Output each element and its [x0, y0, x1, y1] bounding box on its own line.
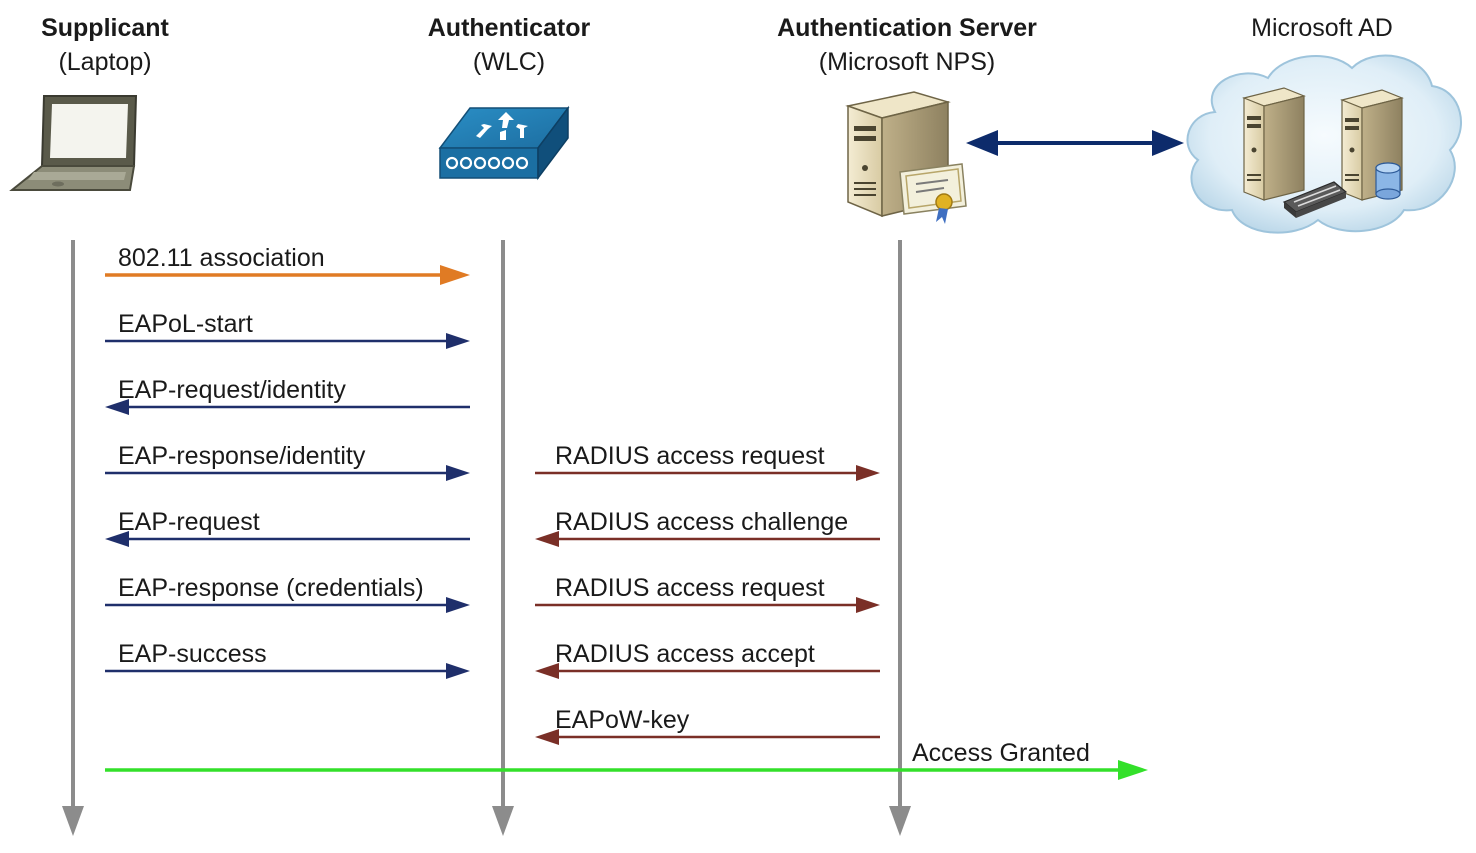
message-label: EAP-request	[118, 508, 260, 536]
message-label: EAPoW-key	[555, 706, 690, 734]
message-label: RADIUS access accept	[555, 640, 815, 668]
actor-title: Microsoft AD	[1251, 14, 1393, 42]
message-1: 802.11 association	[105, 244, 470, 285]
message-arrowhead	[105, 531, 129, 547]
message-arrowhead	[535, 729, 559, 745]
lifelines	[62, 240, 911, 836]
message-label: EAP-success	[118, 640, 267, 668]
actor-subtitle: (Laptop)	[58, 48, 151, 76]
message-3: EAP-request/identity	[105, 376, 470, 415]
actor-subtitle: (Microsoft NPS)	[819, 48, 995, 76]
server-certificate-icon	[845, 91, 967, 224]
message-8: EAP-response (credentials)	[105, 574, 470, 613]
lifeline-authenticator	[492, 240, 514, 836]
message-arrowhead	[535, 531, 559, 547]
message-6: EAP-request	[105, 508, 470, 547]
actor-title: Authenticator	[428, 14, 591, 42]
actor-auth-server: Authentication Server (Microsoft NPS)	[777, 14, 1037, 76]
message-label: RADIUS access request	[555, 574, 825, 602]
message-arrowhead	[446, 465, 470, 481]
actor-supplicant: Supplicant (Laptop)	[41, 14, 169, 76]
message-arrowhead	[1118, 760, 1148, 780]
laptop-icon	[9, 95, 138, 191]
lifeline-supplicant	[62, 240, 84, 836]
actor-ad: Microsoft AD	[1251, 14, 1393, 42]
message-10: EAP-success	[105, 640, 470, 679]
message-13: Access Granted	[105, 739, 1148, 780]
message-arrowhead	[535, 663, 559, 679]
message-label: EAPoL-start	[118, 310, 253, 338]
nps-ad-link	[966, 130, 1184, 156]
message-arrowhead	[856, 597, 880, 613]
message-arrowhead	[446, 333, 470, 349]
lifeline-arrowhead	[492, 806, 514, 836]
lifeline-arrowhead	[889, 806, 911, 836]
message-arrowhead	[446, 663, 470, 679]
message-label: RADIUS access request	[555, 442, 825, 470]
message-7: RADIUS access challenge	[535, 508, 880, 547]
message-label: EAP-response (credentials)	[118, 574, 424, 602]
message-label: Access Granted	[912, 739, 1090, 767]
message-arrowhead	[440, 265, 470, 285]
message-4: EAP-response/identity	[105, 442, 470, 481]
message-12: EAPoW-key	[535, 706, 880, 745]
message-label: EAP-request/identity	[118, 376, 346, 404]
actor-title: Authentication Server	[777, 14, 1037, 42]
message-11: RADIUS access accept	[535, 640, 880, 679]
lifeline-arrowhead	[62, 806, 84, 836]
actor-authenticator: Authenticator (WLC)	[428, 14, 591, 76]
wireless-controller-icon	[438, 105, 570, 181]
message-label: RADIUS access challenge	[555, 508, 848, 536]
actor-title: Supplicant	[41, 14, 169, 42]
message-arrowhead	[856, 465, 880, 481]
actor-subtitle: (WLC)	[473, 48, 545, 76]
cloud-servers-icon	[1186, 54, 1462, 234]
message-arrowhead	[446, 597, 470, 613]
message-2: EAPoL-start	[105, 310, 470, 349]
message-9: RADIUS access request	[535, 574, 880, 613]
message-5: RADIUS access request	[535, 442, 880, 481]
message-label: EAP-response/identity	[118, 442, 366, 470]
lifeline-auth-server	[889, 240, 911, 836]
messages: 802.11 associationEAPoL-startEAP-request…	[105, 244, 1148, 780]
message-label: 802.11 association	[118, 244, 325, 272]
message-arrowhead	[105, 399, 129, 415]
